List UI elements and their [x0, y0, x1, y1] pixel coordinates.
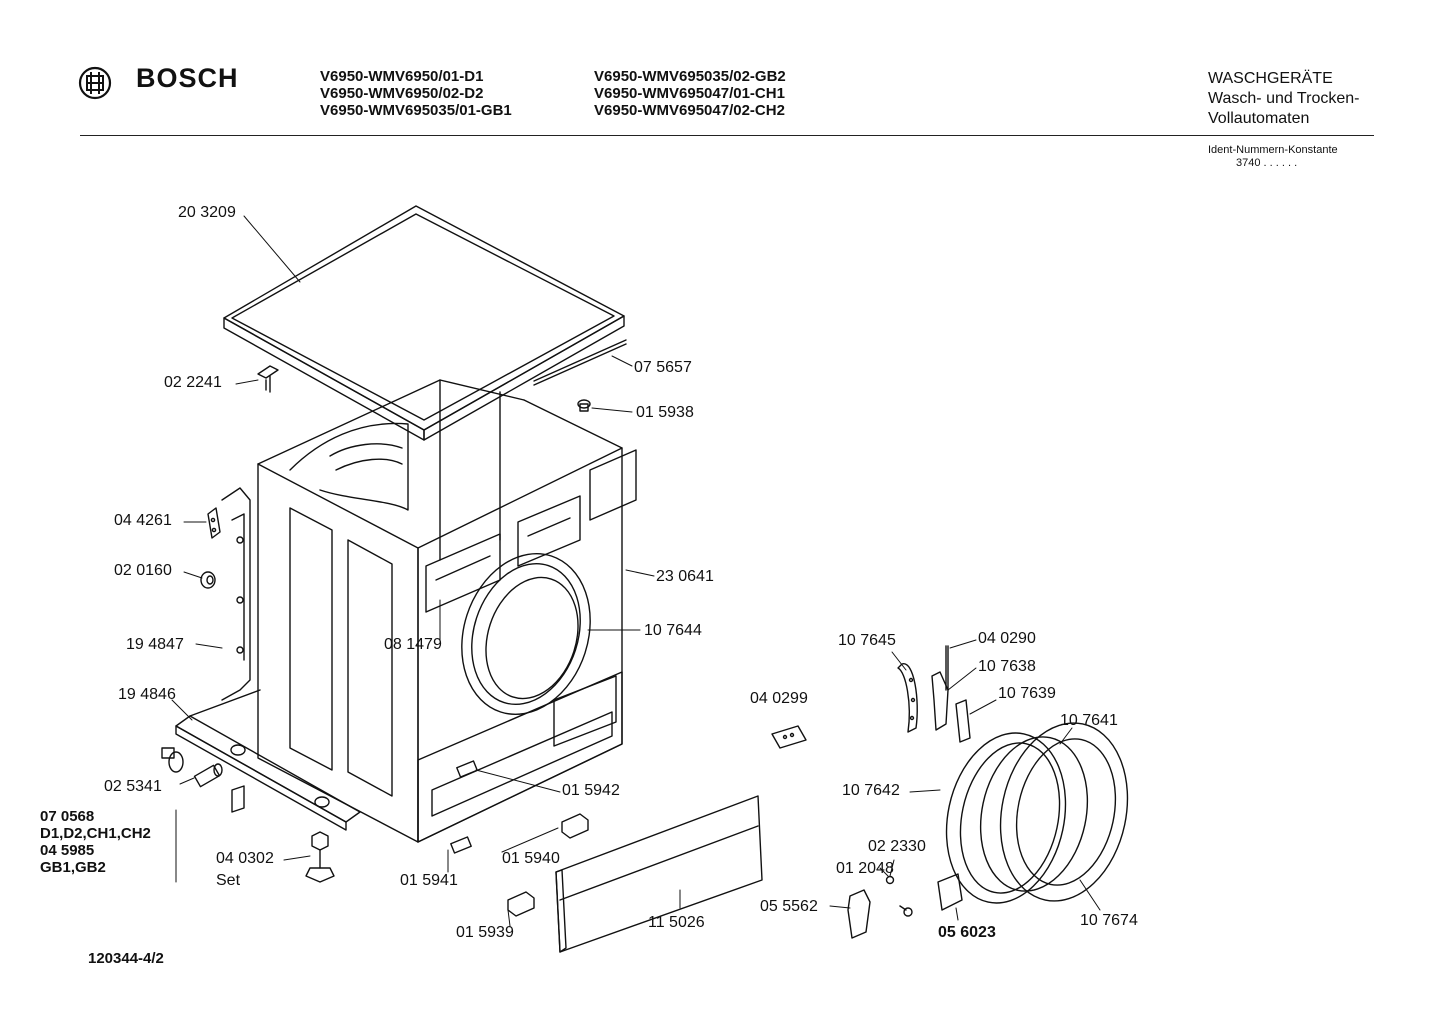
part-number-label: 01 5942: [562, 782, 620, 799]
category-line: WASCHGERÄTE: [1208, 70, 1333, 87]
door-ring-inner-drawing: [945, 732, 1067, 904]
ident-label: Ident-Nummern-Konstante: [1208, 144, 1338, 156]
part-number-label: 01 2048: [836, 860, 894, 877]
hinge-bracket-drawing: [931, 645, 949, 731]
part-number-label: 04 4261: [114, 512, 172, 529]
category-title: WASCHGERÄTE Wasch- und Trocken- Vollauto…: [1208, 69, 1359, 129]
top-cover-drawing: [223, 205, 625, 441]
part-number-label: 11 5026: [648, 914, 705, 931]
document-number: 120344-4/2: [88, 950, 164, 967]
variant-line: GB1,GB2: [40, 859, 106, 876]
cap-drawing: [577, 399, 591, 412]
part-number-label: 07 5657: [634, 359, 692, 376]
bracket-drawing: [257, 365, 279, 393]
part-number-label: 02 0160: [114, 562, 172, 579]
ident-code: 3740 . . . . . .: [1236, 157, 1298, 169]
part-number-label: 10 7638: [978, 658, 1036, 675]
part-number-label: 01 5938: [636, 404, 694, 421]
knob-part-drawing: [200, 571, 216, 589]
part-number-label: 01 5941: [400, 872, 458, 889]
model-list-2: V6950-WMV695035/02-GB2 V6950-WMV695047/0…: [594, 68, 786, 119]
variant-line: D1,D2,CH1,CH2: [40, 825, 151, 842]
variant-line: 04 5985: [40, 842, 95, 859]
model-code: V6950-WMV6950/02-D2: [320, 85, 484, 102]
part-number-label: 04 0302: [216, 850, 274, 867]
cabinet-drawing: [175, 379, 637, 854]
part-number-label: 02 5341: [104, 778, 162, 795]
part-number-label: 01 5940: [502, 850, 560, 867]
model-code: V6950-WMV695035/02-GB2: [594, 68, 786, 85]
variant-note: 07 0568 D1,D2,CH1,CH2 04 5985 GB1,GB2: [40, 808, 151, 876]
part-number-label: 10 7645: [838, 632, 896, 649]
door-hinge-drawing: [897, 663, 918, 733]
part-number-label: 05 5562: [760, 898, 818, 915]
bosch-logo-icon: [78, 66, 112, 100]
part-number-label: 19 4846: [118, 686, 176, 703]
model-code: V6950-WMV695035/01-GB1: [320, 102, 512, 119]
header-rule: [80, 135, 1374, 136]
part-number-label: 02 2330: [868, 838, 926, 855]
leader-lines: [171, 215, 1101, 927]
foot-part-drawing: [305, 831, 335, 883]
hinge-plate-drawing: [955, 699, 971, 743]
part-number-label: 10 7674: [1080, 912, 1138, 929]
part-number-label: 05 6023: [938, 924, 996, 941]
valve-part-drawing: [193, 763, 223, 788]
model-list-1: V6950-WMV6950/01-D1 V6950-WMV6950/02-D2 …: [320, 68, 512, 119]
clip-part-drawing: [231, 785, 245, 813]
latch-part-drawing: [507, 891, 535, 917]
brand-name: BOSCH: [136, 63, 239, 93]
variant-line: 07 0568: [40, 808, 95, 825]
model-code: V6950-WMV695047/02-CH2: [594, 102, 785, 119]
screw-drawing: [899, 905, 913, 917]
seal-strip-drawing: [533, 339, 627, 386]
hinge-part-drawing: [207, 507, 221, 539]
switch-drawing: [937, 873, 963, 911]
part-number-label: 10 7641: [1060, 712, 1118, 729]
model-code: V6950-WMV695047/01-CH1: [594, 85, 785, 102]
part-number-label: 10 7639: [998, 685, 1056, 702]
part-number-label: 04 0299: [750, 690, 808, 707]
category-line: Vollautomaten: [1208, 110, 1310, 127]
plinth-panel-drawing: [555, 795, 763, 953]
ident-number: Ident-Nummern-Konstante 3740 . . . . . .: [1208, 144, 1338, 170]
grommet-part-drawing: [161, 747, 184, 773]
label-plate-drawing: [771, 725, 807, 749]
door-ring-outer-drawing: [999, 722, 1129, 902]
set-label: Set: [216, 872, 241, 889]
model-code: V6950-WMV6950/01-D1: [320, 68, 484, 85]
part-number-label: 23 0641: [656, 568, 714, 585]
part-number-label: 01 5939: [456, 924, 514, 941]
part-number-label: 04 0290: [978, 630, 1036, 647]
category-line: Wasch- und Trocken-: [1208, 90, 1360, 107]
part-number-label: 20 3209: [178, 204, 236, 221]
part-number-label: 19 4847: [126, 636, 184, 653]
part-number-label: 10 7642: [842, 782, 900, 799]
part-number-label: 02 2241: [164, 374, 222, 391]
part-number-label: 08 1479: [384, 636, 442, 653]
part-number-label: 10 7644: [644, 622, 702, 639]
latch-part-drawing: [561, 813, 589, 839]
door-lock-drawing: [847, 889, 871, 939]
door-glass-drawing: [979, 736, 1089, 892]
